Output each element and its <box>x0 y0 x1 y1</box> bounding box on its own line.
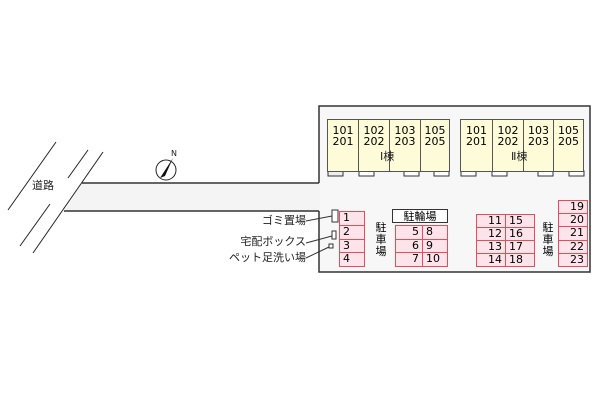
parking-slot-18: 18 <box>505 253 535 267</box>
parking-slot-19: 19 <box>558 200 588 215</box>
parking-slot-9: 9 <box>422 238 448 254</box>
parking-slot-5: 5 <box>395 225 423 240</box>
parking-slot-4: 4 <box>339 252 365 267</box>
parking-slot-11: 11 <box>476 214 506 228</box>
parking-label-1: 駐車場 <box>375 221 387 258</box>
parking-slot-15: 15 <box>505 214 535 228</box>
parking-label-2: 駐車場 <box>542 221 554 258</box>
bicycle-parking: 駐輪場 <box>392 209 448 223</box>
parking-slot-16: 16 <box>505 227 535 241</box>
parking-slot-17: 17 <box>505 240 535 254</box>
building-1-label: Ⅰ棟 <box>380 150 395 163</box>
parking-slot-23: 23 <box>558 252 588 267</box>
road-label: 道路 <box>32 179 54 192</box>
delivery-box-label: 宅配ボックス <box>240 235 306 248</box>
parking-slot-3: 3 <box>339 238 365 254</box>
parking-slot-21: 21 <box>558 226 588 241</box>
parking-slot-13: 13 <box>476 240 506 254</box>
parking-slot-6: 6 <box>395 238 423 254</box>
compass-north-label: N <box>171 149 177 158</box>
parking-slot-10: 10 <box>422 252 448 268</box>
parking-slot-14: 14 <box>476 253 506 267</box>
parking-slot-22: 22 <box>558 239 588 254</box>
parking-slot-8: 8 <box>422 225 448 240</box>
parking-slot-1: 1 <box>339 211 365 226</box>
garbage-label: ゴミ置場 <box>262 214 306 227</box>
parking-slot-7: 7 <box>395 252 423 268</box>
parking-slot-2: 2 <box>339 224 365 240</box>
parking-slot-20: 20 <box>558 213 588 228</box>
parking-slot-12: 12 <box>476 227 506 241</box>
pet-wash-label: ペット足洗い場 <box>229 251 306 264</box>
compass-icon <box>155 158 177 181</box>
building-2-label: Ⅱ棟 <box>511 150 528 163</box>
access-road <box>64 183 320 211</box>
